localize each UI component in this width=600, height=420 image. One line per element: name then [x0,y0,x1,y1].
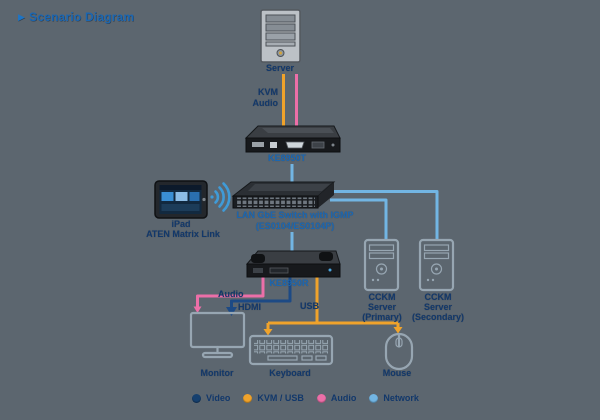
legend-item-video: Video [192,393,230,403]
audio-cable-label-bottom: Audio [218,289,244,299]
network-color-dot-icon [369,393,379,403]
audio-cable-label-top: Audio [252,98,279,108]
legend: Video KVM / USB Audio Network [192,393,419,403]
server-icon [260,9,301,63]
cckm-secondary-server-icon [418,238,455,292]
monitor-label: Monitor [200,368,234,378]
keyboard-label: Keyboard [269,368,311,378]
transmitter-model-label: KE8950T [267,153,307,163]
kvm-cable-label: KVM [258,87,278,97]
cckm-primary-label: CCKM Server (Primary) [362,292,402,322]
aten-matrix-link-label: ATEN Matrix Link [146,229,220,239]
legend-item-audio: Audio [316,393,356,403]
kvm-receiver-icon [245,250,341,278]
hdmi-cable-label: HDMI [238,302,261,312]
cable-audio-rx-to-monitor [193,277,265,313]
monitor-icon [189,311,246,359]
legend-item-network: Network [369,393,419,403]
switch-label-line2: (ES0104/ES0104P) [255,221,335,231]
page-title: ▶Scenario Diagram [18,10,135,24]
receiver-model-label: KE8950R [269,278,309,288]
kvm-usb-color-dot-icon [243,393,253,403]
cable-usb-rx-to-keyboard-mouse [263,277,403,336]
kvm-transmitter-icon [244,125,341,153]
mouse-label: Mouse [382,368,412,378]
cable-hdmi-rx-to-monitor [226,277,292,316]
cable-network-switch-to-cckm-primary [330,198,388,240]
cckm-primary-server-icon [363,238,400,292]
legend-item-kvm-usb: KVM / USB [243,393,304,403]
video-color-dot-icon [192,393,201,403]
mouse-icon [384,332,414,371]
switch-label-line1: LAN GbE Switch with IGMP [236,210,354,220]
ipad-label: iPad [171,219,191,229]
title-bullet-icon: ▶ [18,12,26,22]
audio-color-dot-icon [316,393,326,403]
ipad-icon [154,180,208,219]
usb-cable-label: USB [300,301,320,311]
server-label: Server [265,63,295,73]
wifi-icon [210,182,231,212]
cable-network-switch-to-cckm-secondary [330,190,439,240]
network-switch-icon [231,181,336,209]
keyboard-icon [248,334,334,366]
cckm-secondary-label: CCKM Server (Secondary) [411,292,465,322]
